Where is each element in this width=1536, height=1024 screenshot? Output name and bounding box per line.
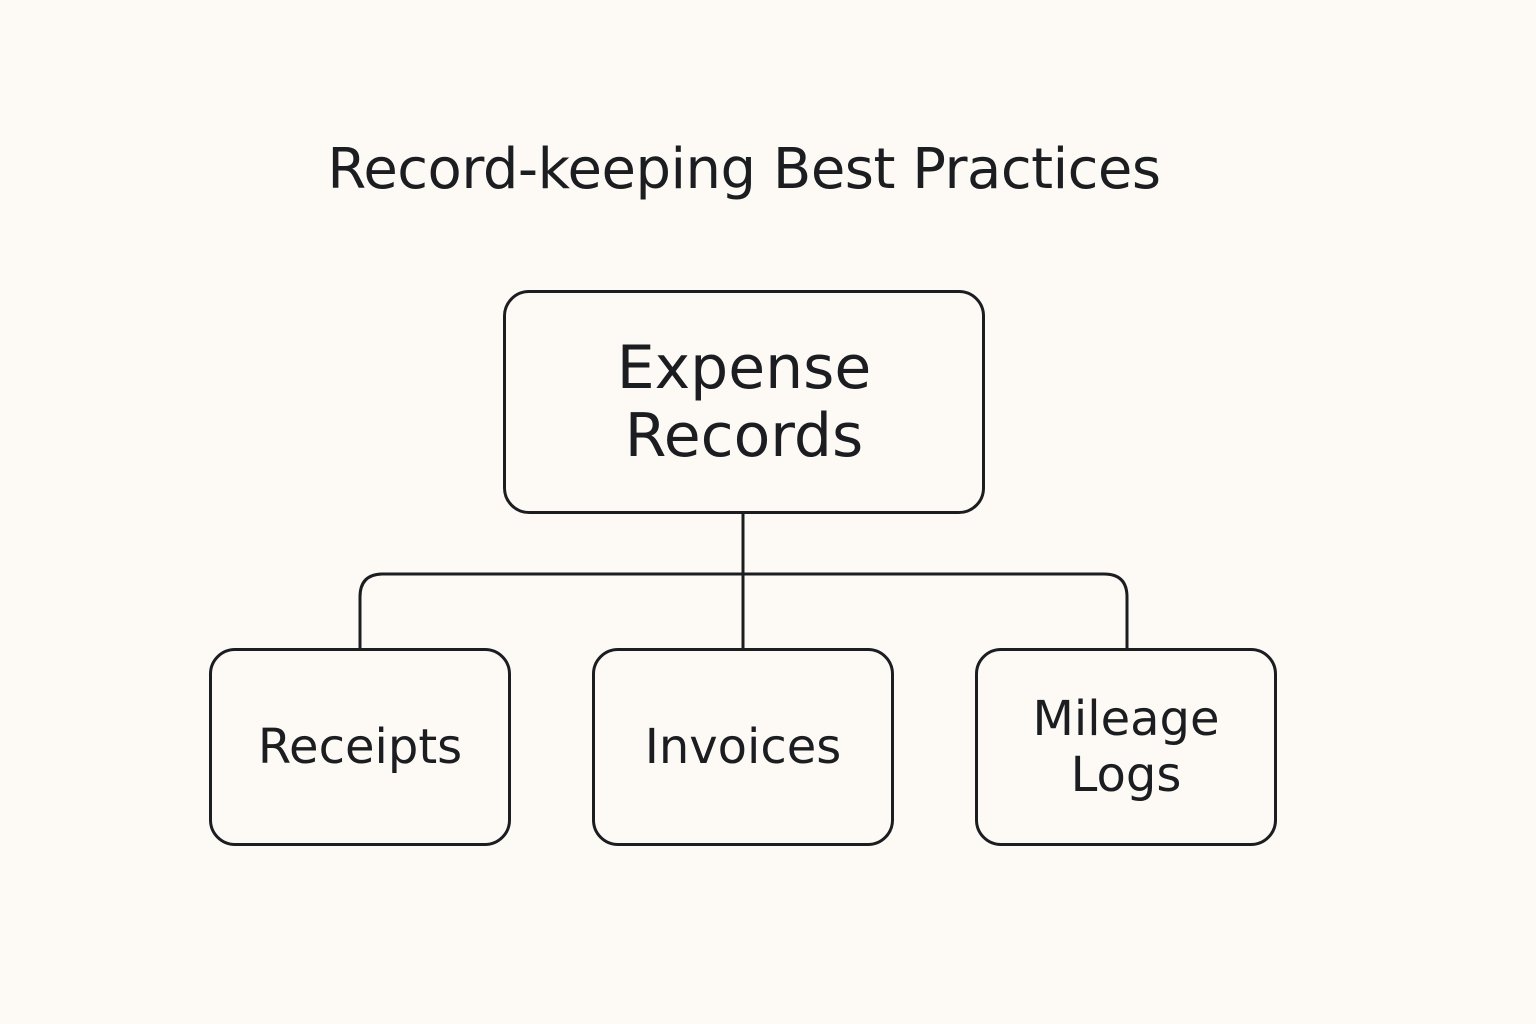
branch-line-receipts bbox=[358, 572, 743, 648]
node-label-line: Invoices bbox=[644, 719, 842, 775]
diagram-title: Record-keeping Best Practices bbox=[327, 137, 1161, 202]
node-label-line: Expense bbox=[616, 333, 872, 403]
node-label: Expense Records bbox=[617, 334, 872, 470]
node-label-line: Receipts bbox=[257, 719, 463, 775]
node-label: Mileage Logs bbox=[1032, 691, 1219, 803]
node-label-line: Mileage bbox=[1032, 691, 1220, 747]
node-label: Receipts bbox=[258, 719, 462, 775]
node-mileage-logs: Mileage Logs bbox=[975, 648, 1277, 846]
node-label-line: Logs bbox=[1070, 747, 1182, 803]
node-label-line: Records bbox=[624, 401, 864, 471]
node-expense-records: Expense Records bbox=[503, 290, 985, 514]
node-receipts: Receipts bbox=[209, 648, 511, 846]
node-invoices: Invoices bbox=[592, 648, 894, 846]
branch-line-mileage bbox=[743, 572, 1129, 648]
node-label: Invoices bbox=[645, 719, 842, 775]
